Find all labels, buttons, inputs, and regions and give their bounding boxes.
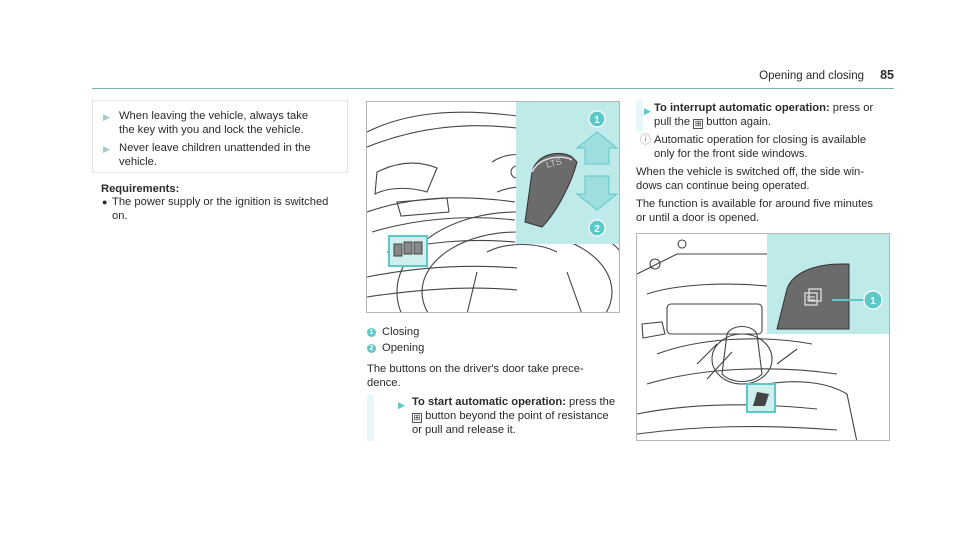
- center-console-figure: 1: [636, 233, 890, 441]
- page-number: 85: [880, 68, 894, 82]
- bullet-dot-icon: ●: [102, 197, 108, 207]
- svg-text:1: 1: [870, 296, 876, 307]
- up-arrow-icon: [575, 131, 619, 165]
- down-arrow-icon: [575, 175, 619, 211]
- start-automatic-instruction: To start automatic operation: press the …: [412, 396, 616, 437]
- header-rule: [92, 88, 894, 89]
- precedence-paragraph: The buttons on the driver's door take pr…: [367, 363, 584, 390]
- info-note: Automatic operation for closing is avail…: [654, 134, 867, 161]
- action-bar: [636, 101, 643, 131]
- action-arrow-icon: ▶: [644, 106, 651, 116]
- callout-2-icon: [588, 219, 606, 237]
- window-button-icon: ⊞: [412, 413, 422, 424]
- info-icon: ⓘ: [640, 134, 651, 146]
- bullet-arrow-icon: ▶: [103, 112, 110, 122]
- action-arrow-icon: ▶: [398, 400, 405, 410]
- interrupt-automatic-instruction: To interrupt automatic operation: press …: [654, 102, 874, 130]
- bullet-arrow-icon: ▶: [103, 144, 110, 154]
- safety-note-box: ▶ When leaving the vehicle, always take …: [92, 100, 348, 173]
- callout-1-icon: [588, 110, 606, 128]
- requirements-title: Requirements:: [101, 183, 180, 195]
- window-button-icon: ⊞: [693, 119, 704, 130]
- switched-off-paragraph: When the vehicle is switched off, the si…: [636, 166, 865, 193]
- switch-label: LTS: [545, 156, 563, 170]
- action-bar: [367, 395, 374, 441]
- svg-text:1: 1: [594, 115, 600, 126]
- door-panel-figure: LTS 1 2: [366, 101, 620, 313]
- function-duration-paragraph: The function is available for around fiv…: [636, 198, 873, 225]
- note-bullet: ▶ Never leave children unattended in the…: [103, 142, 311, 169]
- page-header: Opening and closing 85: [630, 68, 894, 83]
- section-title: Opening and closing: [759, 70, 864, 82]
- note-bullet: ▶ When leaving the vehicle, always take …: [103, 110, 309, 137]
- callout-1-icon: [863, 290, 883, 310]
- window-auto-button-icon: [804, 288, 822, 306]
- svg-text:2: 2: [594, 224, 600, 235]
